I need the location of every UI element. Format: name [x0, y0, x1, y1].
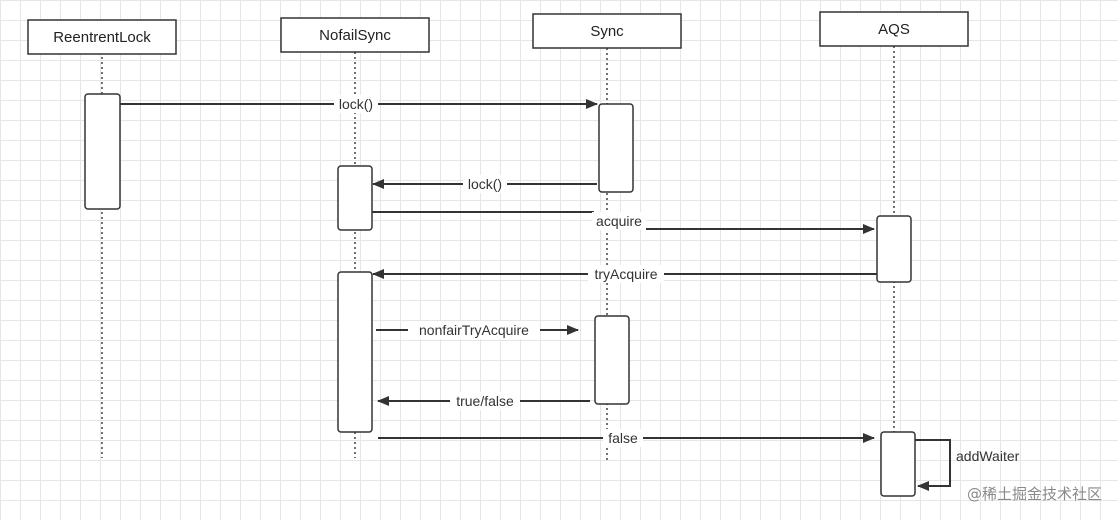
actor-sync: Sync — [532, 13, 682, 49]
message-label-tryacquire: tryAcquire — [594, 266, 657, 282]
activation-reentrentlock — [84, 93, 121, 210]
actor-label-sync: Sync — [590, 23, 624, 40]
message-label-lock-1: lock() — [339, 96, 373, 112]
activation-nofailsync-2 — [337, 271, 373, 433]
activation-aqs-2 — [880, 431, 916, 497]
message-label-acquire: acquire — [596, 213, 642, 229]
actor-label-aqs: AQS — [878, 21, 910, 38]
activations — [84, 93, 916, 497]
actor-label-nofailsync: NofailSync — [319, 27, 391, 44]
watermark-text: @稀土掘金技术社区 — [967, 485, 1102, 503]
message-label-true-false: true/false — [456, 393, 514, 409]
actor-aqs: AQS — [819, 11, 969, 47]
message-label-nonfairtryacquire: nonfairTryAcquire — [419, 322, 529, 338]
activation-sync-2 — [594, 315, 630, 405]
activation-sync-1 — [598, 103, 634, 193]
messages — [120, 99, 951, 491]
activation-aqs-1 — [876, 215, 912, 283]
message-label-false: false — [608, 430, 638, 446]
message-label-addwaiter: addWaiter — [956, 448, 1020, 464]
message-labels: lock() lock() acquire tryAcquire nonfair… — [334, 95, 1020, 464]
actor-reentrentlock: ReentrentLock — [27, 19, 177, 55]
lifelines — [101, 46, 895, 460]
actor-label-reentrentlock: ReentrentLock — [53, 29, 151, 46]
activation-nofailsync-1 — [337, 165, 373, 231]
message-arrow-addwaiter — [915, 439, 951, 491]
message-label-lock-2: lock() — [468, 176, 502, 192]
actor-nofailsync: NofailSync — [280, 17, 430, 53]
